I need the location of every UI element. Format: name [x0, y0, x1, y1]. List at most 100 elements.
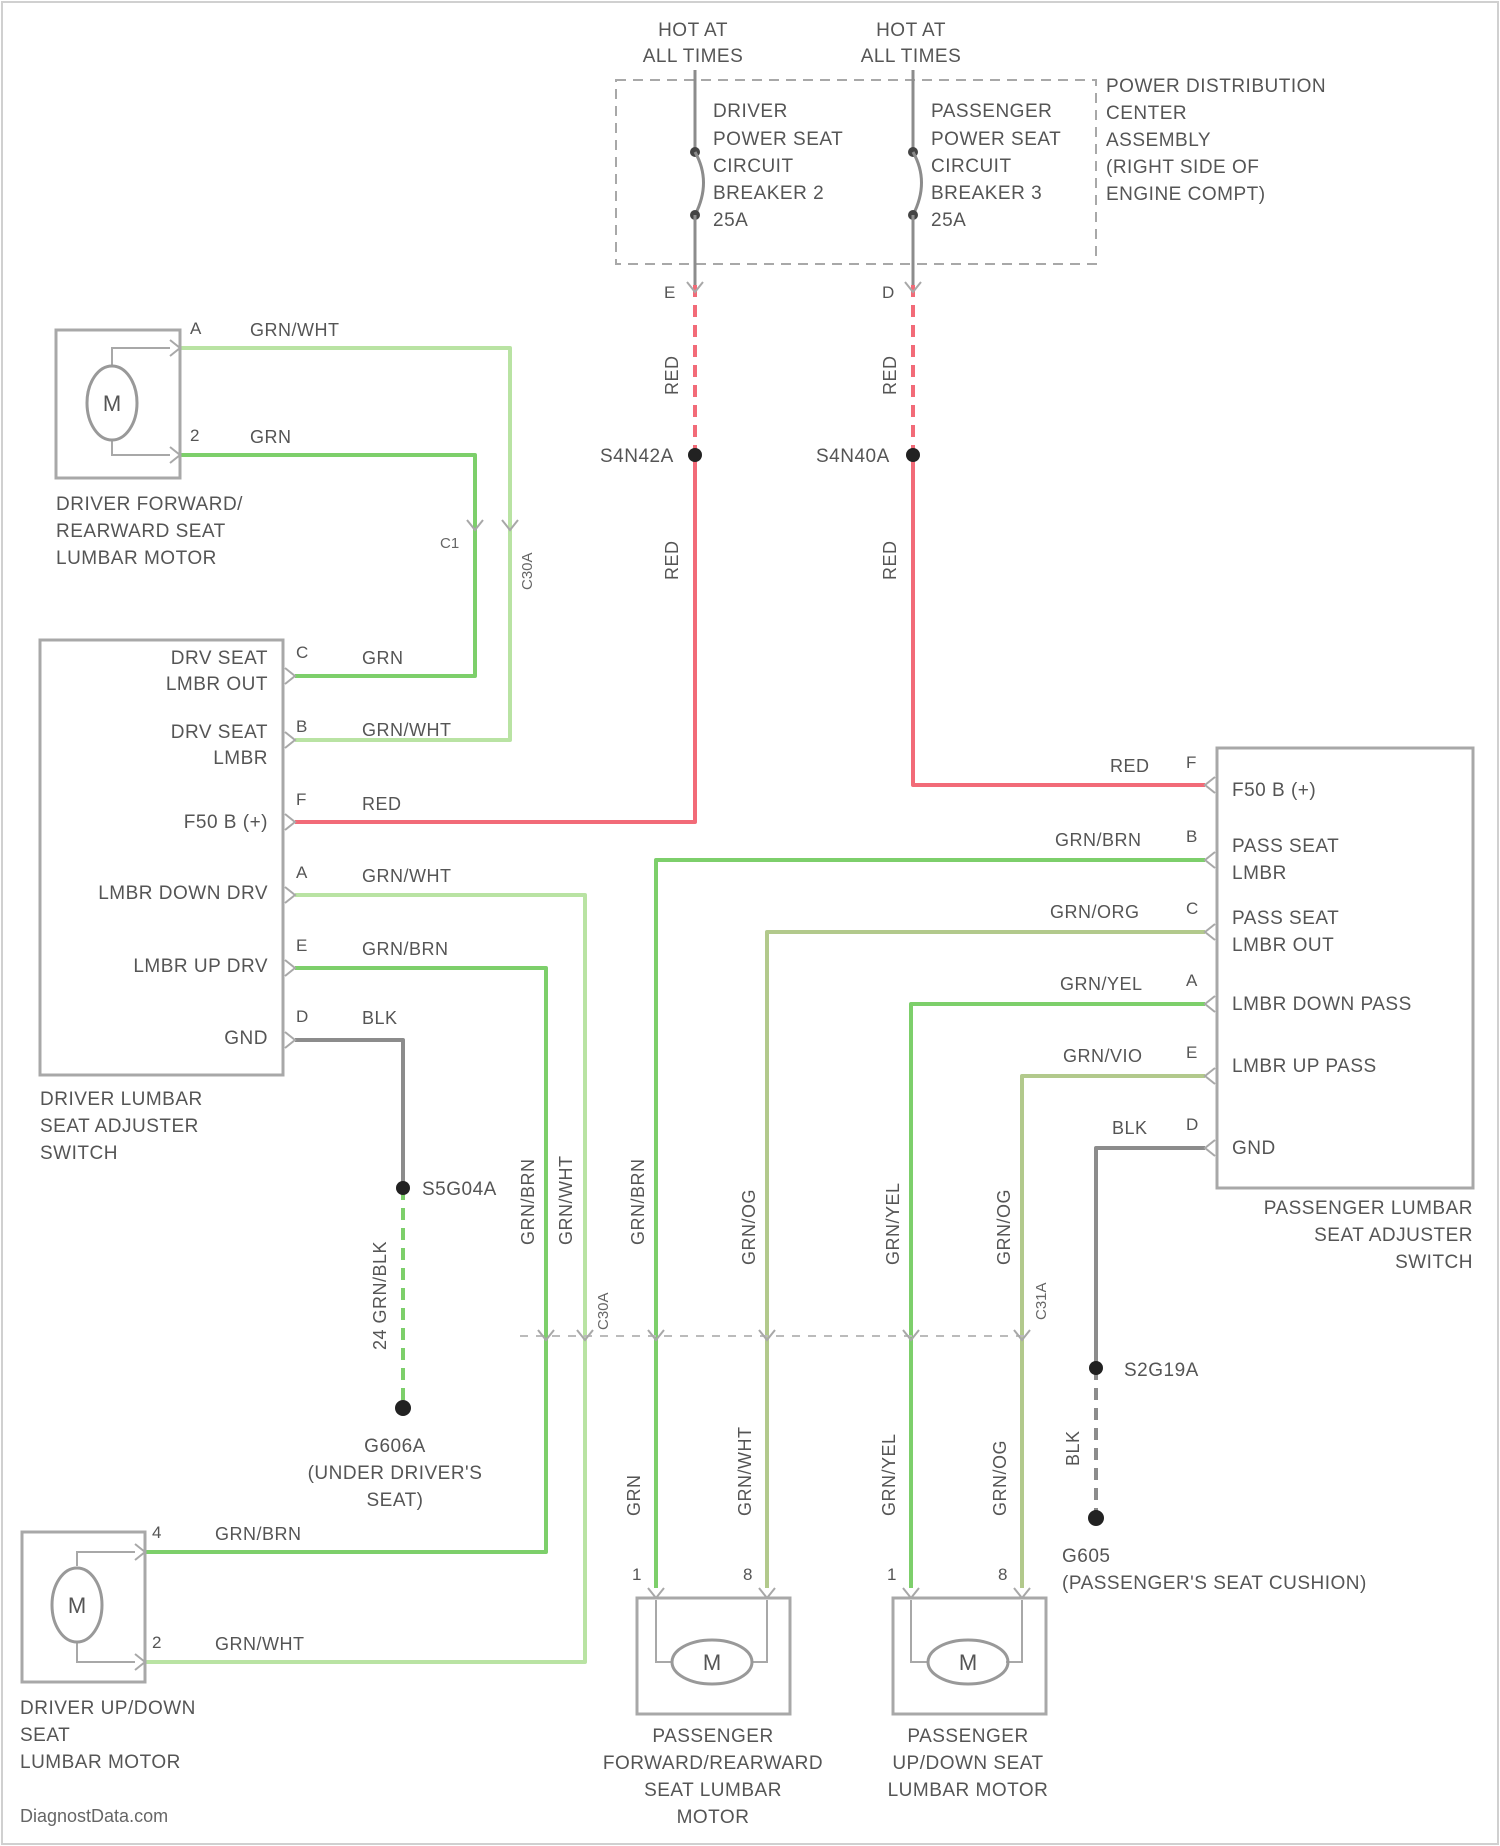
wire-grn-org-pass-lmbr-out: [767, 932, 1205, 1588]
pass-sw-f-wire: RED: [1110, 756, 1150, 776]
driver-gnd-splice-label: S5G04A: [422, 1179, 497, 1200]
center-wire-2: GRN/WHT: [556, 1156, 576, 1245]
drv-ud-wire-4: GRN/BRN: [215, 1524, 302, 1544]
drv-sw-a-wire: GRN/WHT: [362, 866, 451, 886]
center-conn-right: C31A: [1033, 1282, 1050, 1320]
cb1-line2: POWER SEAT: [713, 129, 843, 150]
splice-left: [688, 448, 702, 462]
passenger-forward-rearward-lumbar-motor: GRN GRN/WHT 1 8 M PASSENGER FORWARD/REAR…: [603, 1427, 823, 1828]
center-wire-5: GRN/YEL: [883, 1182, 903, 1265]
pdc-label-line1: POWER DISTRIBUTION: [1106, 76, 1326, 97]
center-wire-4: GRN/OG: [739, 1189, 759, 1265]
driver-lumbar-seat-adjuster-switch: DRV SEAT LMBR OUT C GRN DRV SEAT LMBR B …: [40, 640, 451, 1164]
pass-sw-a-wire: GRN/YEL: [1060, 974, 1143, 994]
pass-sw-b-wire: GRN/BRN: [1055, 830, 1142, 850]
splice-right-label: S4N40A: [816, 446, 890, 467]
drv-sw-e-name: LMBR UP DRV: [133, 956, 268, 977]
cb2-line2: POWER SEAT: [931, 129, 1061, 150]
wire-red-left: [295, 455, 695, 822]
drv-sw-a-pin: A: [296, 863, 308, 882]
drv-fr-wire-a: GRN/WHT: [250, 320, 339, 340]
pass-sw-a-pin: A: [1186, 971, 1198, 990]
pass-ud-label-2: UP/DOWN SEAT: [892, 1753, 1043, 1774]
pass-sw-d-wire: BLK: [1112, 1118, 1148, 1138]
pass-ud-wire-b: GRN/OG: [990, 1440, 1010, 1516]
power-distribution-center: HOT AT ALL TIMES HOT AT ALL TIMES DRIVER…: [616, 20, 1326, 302]
drv-sw-d-name: GND: [224, 1028, 268, 1049]
pass-gnd-label-1: G605: [1062, 1546, 1110, 1567]
drv-fr-pin-2: 2: [190, 426, 199, 445]
drv-sw-f-wire: RED: [362, 794, 402, 814]
driver-gnd-label-1: G606A: [364, 1436, 426, 1457]
drv-sw-label-1: DRIVER LUMBAR: [40, 1089, 203, 1110]
cb1-line1: DRIVER: [713, 101, 788, 122]
wire-grn-vio-lmbr-up-pass: [1022, 1076, 1205, 1588]
center-connector: GRN/BRN GRN/WHT GRN/BRN GRN/OG GRN/YEL G…: [518, 1156, 1050, 1340]
left-red-bottom-label: RED: [662, 540, 682, 580]
pass-gnd-splice-label: S2G19A: [1124, 1360, 1199, 1381]
pass-sw-b-name2: LMBR: [1232, 863, 1287, 884]
drv-sw-e-pin: E: [296, 936, 307, 955]
driver-gnd-wire-label: 24 GRN/BLK: [370, 1241, 390, 1350]
pass-fr-pin-a: 1: [632, 1565, 641, 1584]
hot-label-1-line1: HOT AT: [658, 20, 728, 41]
driver-gnd-label-2: (UNDER DRIVER'S: [308, 1463, 483, 1484]
pass-sw-d-name: GND: [1232, 1138, 1276, 1159]
pass-fr-label-1: PASSENGER: [652, 1726, 773, 1747]
drv-sw-e-wire: GRN/BRN: [362, 939, 449, 959]
pass-gnd-wire-label: BLK: [1063, 1430, 1083, 1466]
pdc-label-line5: ENGINE COMPT): [1106, 184, 1266, 205]
pass-ud-pin-b: 8: [998, 1565, 1007, 1584]
drv-sw-c-wire: GRN: [362, 648, 404, 668]
pass-fr-label-3: SEAT LUMBAR: [644, 1780, 782, 1801]
splice-left-label: S4N42A: [600, 446, 674, 467]
pdc-pin-2-label: D: [882, 283, 894, 302]
cb2-line3: CIRCUIT: [931, 156, 1012, 177]
driver-up-down-lumbar-motor: M 4 2 GRN/BRN GRN/WHT DRIVER UP/DOWN SEA…: [20, 1523, 304, 1773]
wire-blk-pass-gnd: [1096, 1148, 1205, 1368]
splice-pass-gnd: [1089, 1361, 1103, 1375]
drv-sw-b-name1: DRV SEAT: [171, 722, 268, 743]
pass-sw-b-pin: B: [1186, 827, 1197, 846]
pass-sw-e-pin: E: [1186, 1043, 1197, 1062]
pass-sw-f-pin: F: [1186, 753, 1196, 772]
drv-fr-pin-a: A: [190, 319, 202, 338]
drv-ud-wire-2: GRN/WHT: [215, 1634, 304, 1654]
pass-fr-label-4: MOTOR: [677, 1807, 750, 1828]
drv-ud-pin-2: 2: [152, 1633, 161, 1652]
drv-fr-wire-2: GRN: [250, 427, 292, 447]
pass-ud-pin-a: 1: [887, 1565, 896, 1584]
pass-sw-label-1: PASSENGER LUMBAR: [1264, 1198, 1473, 1219]
splice-right: [906, 448, 920, 462]
center-conn-left: C30A: [595, 1292, 612, 1330]
pass-ud-label-3: LUMBAR MOTOR: [888, 1780, 1049, 1801]
cb1-line5: 25A: [713, 210, 748, 231]
right-red-bottom-label: RED: [880, 540, 900, 580]
drv-ud-label-3: LUMBAR MOTOR: [20, 1752, 181, 1773]
cb2-line5: 25A: [931, 210, 966, 231]
drv-fr-conn-label: C1: [440, 535, 459, 552]
center-wire-3: GRN/BRN: [628, 1158, 648, 1245]
wires: [145, 285, 1205, 1662]
drv-ud-label-1: DRIVER UP/DOWN: [20, 1698, 196, 1719]
pass-fr-label-2: FORWARD/REARWARD: [603, 1753, 823, 1774]
pass-sw-e-wire: GRN/VIO: [1063, 1046, 1143, 1066]
drv-sw-c-name1: DRV SEAT: [171, 648, 268, 669]
cb2-line4: BREAKER 3: [931, 183, 1042, 204]
driver-gnd-label-3: SEAT): [366, 1490, 423, 1511]
motor-m-letter: M: [103, 391, 121, 416]
cb1-line4: BREAKER 2: [713, 183, 824, 204]
drv-sw-f-name: F50 B (+): [184, 812, 268, 833]
pass-sw-label-2: SEAT ADJUSTER: [1314, 1225, 1473, 1246]
ground-icon: [1088, 1510, 1104, 1526]
drv-fr-conn-pin: C30A: [519, 552, 536, 590]
pass-fr-wire-a: GRN: [624, 1475, 644, 1517]
center-wire-6: GRN/OG: [994, 1189, 1014, 1265]
breaker-2-element: [913, 152, 922, 215]
pass-sw-c-pin: C: [1186, 899, 1198, 918]
motor-m-letter: M: [68, 1593, 86, 1618]
pass-sw-a-name: LMBR DOWN PASS: [1232, 994, 1412, 1015]
motor-m-letter: M: [703, 1650, 721, 1675]
pass-sw-d-pin: D: [1186, 1115, 1198, 1134]
